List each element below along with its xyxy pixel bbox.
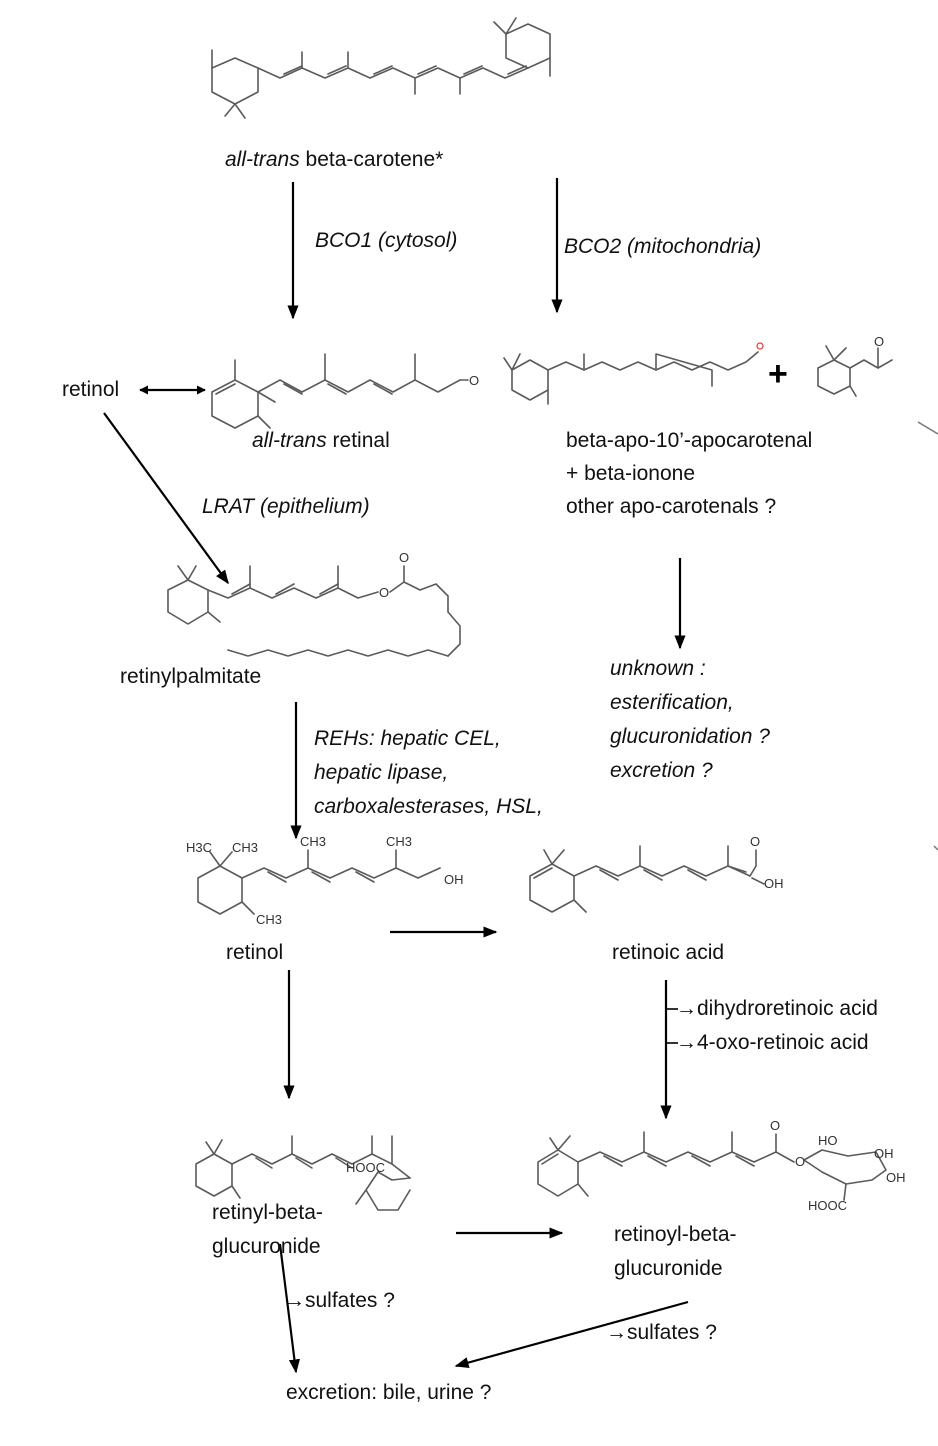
retinyl-gluc-hooc: HOOC (346, 1160, 385, 1175)
retinoyl-gluc-oh-b: OH (886, 1170, 906, 1185)
sulfates-left-label: →sulfates ? (284, 1289, 395, 1312)
retinoyl-glucuronide-structure (537, 1131, 887, 1201)
unknown-label-1: unknown : (610, 657, 706, 680)
retinal-oxygen: O (469, 373, 479, 388)
apocarotenal-structure (503, 351, 759, 405)
retinoyl-glucuronide-label-1: retinoyl-beta- (614, 1223, 737, 1246)
retinoyl-glucuronide-label-2: glucuronide (614, 1257, 723, 1280)
bco1-label: BCO1 (cytosol) (315, 229, 458, 252)
retinoyl-gluc-hooc: HOOC (808, 1198, 847, 1213)
apocarotenal-oxygen (756, 342, 764, 350)
lrat-label: LRAT (epithelium) (202, 495, 370, 518)
beta-carotene-label: all-trans beta-carotene* (225, 148, 443, 171)
rehs-label-3: carboxalesterases, HSL, (314, 795, 543, 818)
unknown-label-2: esterification, (610, 691, 734, 714)
retinyl-glucuronide-label-1: retinyl-beta- (212, 1201, 323, 1224)
dihydroretinoic-acid-label: →dihydroretinoic acid (676, 997, 878, 1020)
retinoic-acid-label: retinoic acid (612, 941, 725, 964)
retinoic-acid-structure (529, 845, 765, 913)
retinol-oh: OH (444, 872, 464, 887)
retinoyl-gluc-to-excretion-arrow (454, 1300, 689, 1369)
apocarotenal-label-3: other apo-carotenals ? (566, 495, 777, 518)
retinoyl-gluc-ho: HO (818, 1133, 838, 1148)
retinol-h3c: H3C (186, 840, 212, 855)
plus-sign: + (768, 355, 788, 393)
carbonyl-oxygen: O (399, 550, 409, 565)
oxo-retinoic-acid-label: →4-oxo-retinoic acid (676, 1031, 869, 1054)
beta-carotene-structure (211, 17, 551, 119)
retinal-structure (211, 353, 469, 429)
retinoyl-gluc-o-a: O (770, 1118, 780, 1133)
apocarotenal-label-1: beta-apo-10’-apocarotenal (566, 429, 813, 452)
retinylpalmitate-label: retinylpalmitate (120, 665, 262, 688)
beta-ionone-structure (817, 345, 893, 397)
retinol-side-label: retinol (62, 378, 120, 401)
retinyl-glucuronide-structure (195, 1135, 411, 1211)
retinylpalmitate-structure (167, 565, 461, 657)
retinal-label: all-trans retinal (252, 429, 390, 452)
retinoyl-gluc-o-b: O (795, 1154, 805, 1169)
rehs-label-1: REHs: hepatic CEL, (314, 727, 501, 750)
beta-ionone-oxygen: O (874, 334, 884, 349)
sulfates-right-label: →sulfates ? (606, 1321, 717, 1344)
retinol-ch3-c: CH3 (386, 834, 412, 849)
retinol-structure (197, 849, 441, 915)
retinol-ch3-a: CH3 (232, 840, 258, 855)
edge-mark-mid (933, 845, 938, 851)
rehs-label-2: hepatic lipase, (314, 761, 449, 784)
ester-oxygen: O (379, 585, 389, 600)
edge-mark-top (917, 421, 938, 435)
bco2-label: BCO2 (mitochondria) (564, 235, 762, 258)
lrat-arrow (103, 412, 229, 585)
retinyl-glucuronide-label-2: glucuronide (212, 1235, 321, 1258)
retinol-ch3-d: CH3 (256, 912, 282, 927)
retinol-label: retinol (226, 941, 284, 964)
excretion-label: excretion: bile, urine ? (286, 1381, 492, 1404)
retinol-ch3-b: CH3 (300, 834, 326, 849)
retinoyl-gluc-oh-a: OH (874, 1146, 894, 1161)
retinoic-acid-o: O (750, 834, 760, 849)
unknown-label-3: glucuronidation ? (610, 725, 770, 748)
retinyl-gluc-to-excretion-arrow (278, 1243, 300, 1374)
apocarotenal-label-2: + beta-ionone (566, 462, 696, 485)
retinoic-acid-oh: OH (764, 876, 784, 891)
unknown-label-4: excretion ? (610, 759, 713, 782)
